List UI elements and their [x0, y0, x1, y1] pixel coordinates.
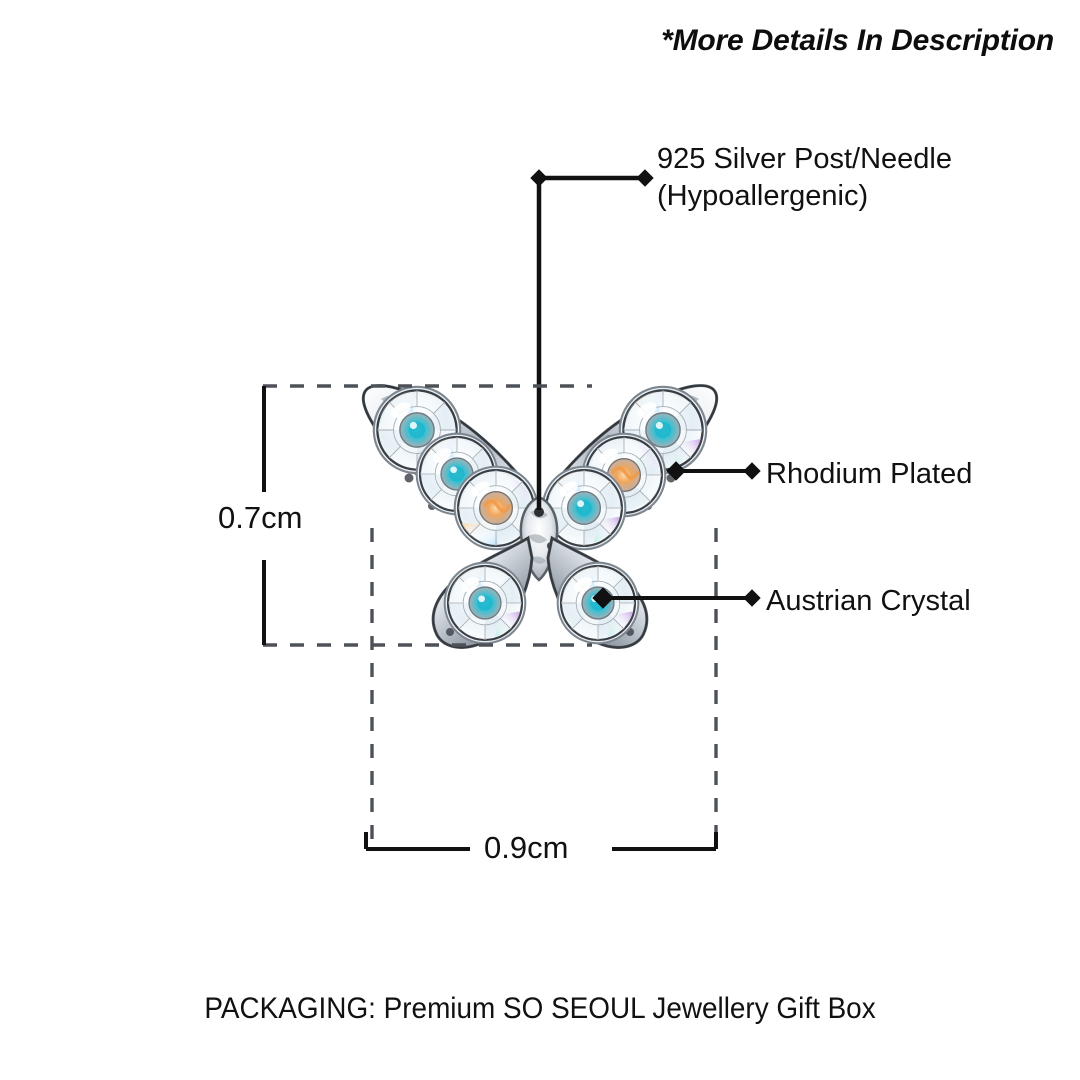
callout-label-rhodium-plated: Rhodium Plated — [766, 456, 972, 493]
callout-rhodium-line1: Rhodium Plated — [766, 458, 973, 490]
callout-crystal-line1: Austrian Crystal — [766, 585, 971, 617]
callout-label-silver-post: 925 Silver Post/Needle (Hypoallergenic) — [657, 141, 952, 215]
wing-upper-left — [361, 384, 543, 551]
callout-post-line2: (Hypoallergenic) — [657, 180, 869, 213]
wing-upper-right — [537, 384, 719, 551]
callout-label-austrian-crystal: Austrian Crystal — [766, 583, 971, 620]
dimension-label-width: 0.9cm — [484, 830, 569, 865]
dimension-label-height: 0.7cm — [218, 500, 303, 535]
crystal-lower-right-1 — [556, 561, 640, 645]
packaging-note: PACKAGING: Premium SO SEOUL Jewellery Gi… — [204, 992, 876, 1025]
wing-lower-left — [431, 535, 534, 649]
header-note: *More Details In Description — [661, 24, 1054, 57]
crystal-lower-left-1 — [443, 561, 527, 645]
wing-lower-right — [546, 535, 649, 649]
callout-post-line1: 925 Silver Post/Needle — [657, 143, 952, 175]
